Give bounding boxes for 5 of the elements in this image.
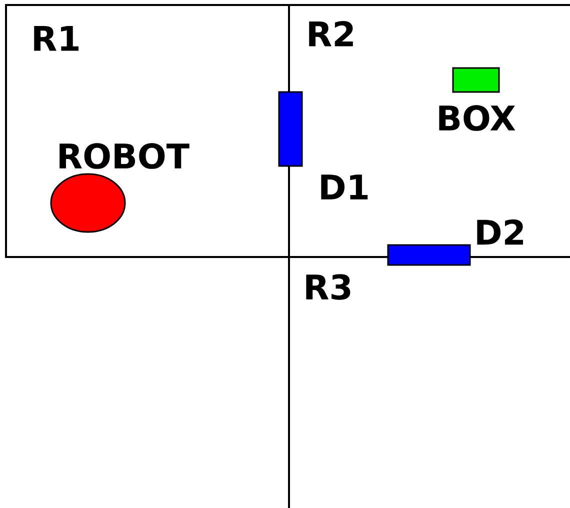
object-label: BOX (439, 105, 516, 131)
object-label: D2 (477, 219, 523, 245)
room-label: R3 (306, 274, 350, 300)
object-label: D1 (321, 174, 368, 200)
object-label: ROBOT (60, 143, 190, 169)
